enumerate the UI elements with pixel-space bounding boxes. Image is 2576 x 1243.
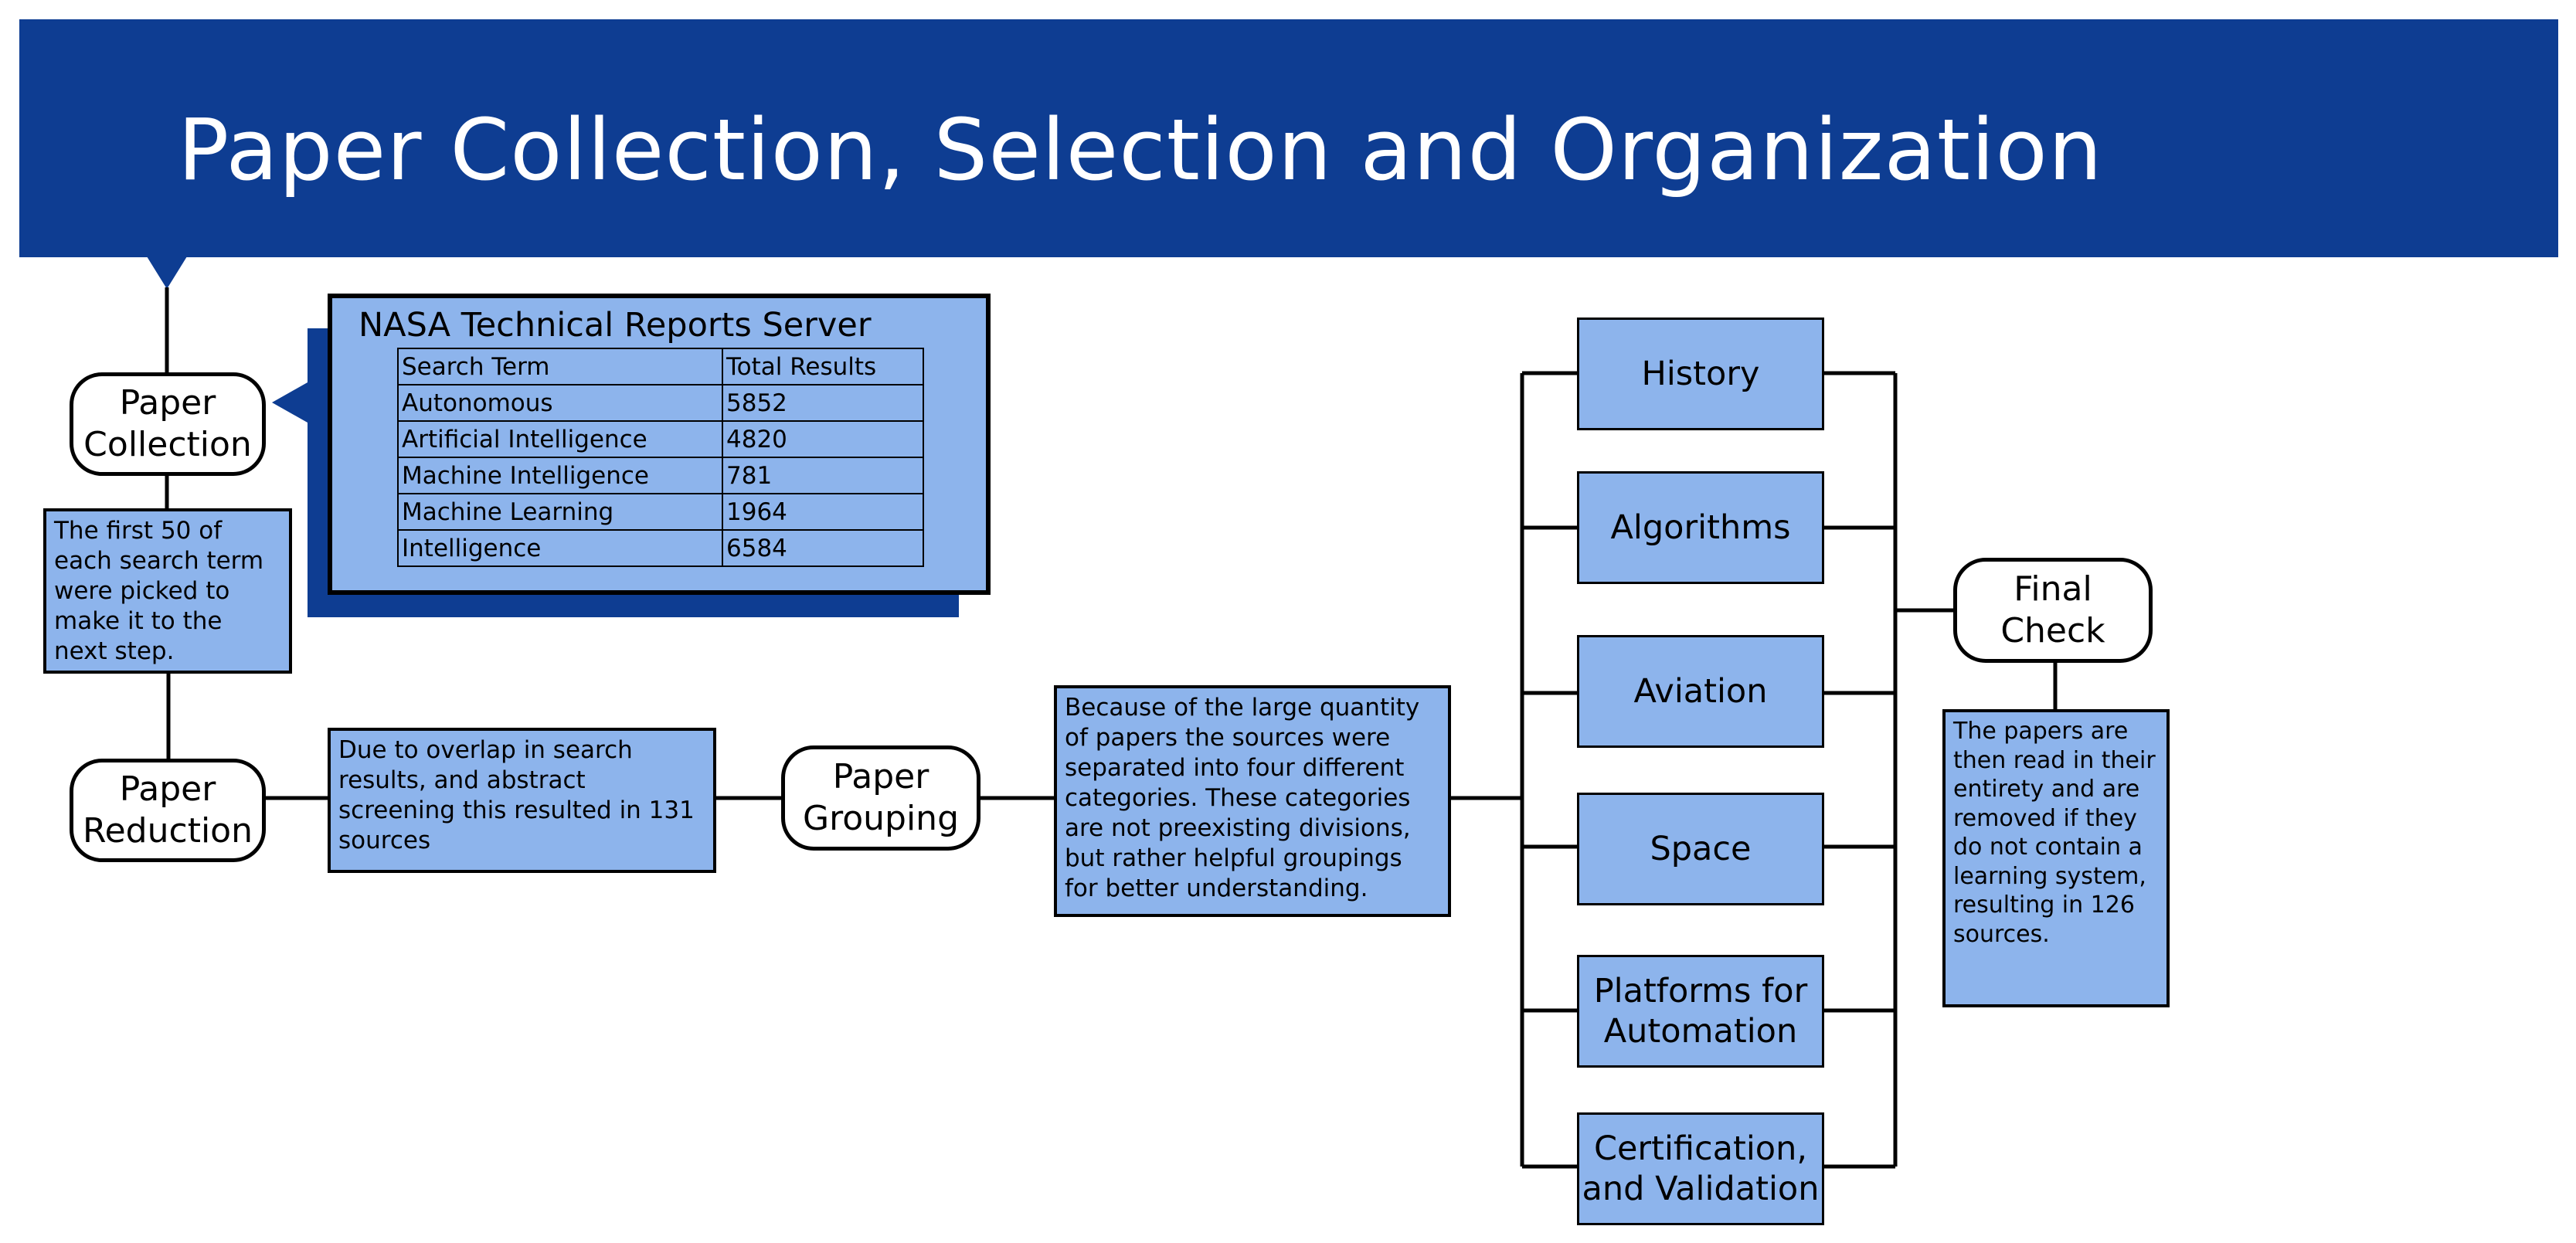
search-term-cell: Machine Intelligence — [397, 457, 723, 494]
total-results-cell: 5852 — [722, 384, 924, 422]
ntrs-panel: NASA Technical Reports Server Search Ter… — [328, 294, 991, 595]
step-paper-grouping: Paper Grouping — [781, 745, 980, 851]
category-space: Space — [1577, 793, 1824, 905]
ntrs-pointer — [272, 382, 308, 423]
step-final-check: Final Check — [1953, 558, 2153, 663]
note-grouping: Because of the large quantity of papers … — [1054, 685, 1451, 917]
title-banner — [19, 19, 2558, 257]
page-title: Paper Collection, Selection and Organiza… — [178, 100, 2103, 199]
category-platforms-for-automation: Platforms for Automation — [1577, 955, 1824, 1068]
note-final-check: The papers are then read in their entire… — [1942, 709, 2170, 1007]
table-row: Machine Learning 1964 — [397, 493, 924, 531]
total-results-cell: 4820 — [722, 420, 924, 458]
total-results-cell: 1964 — [722, 493, 924, 531]
note-reduction: Due to overlap in search results, and ab… — [328, 728, 716, 873]
table-header-cell: Search Term — [397, 348, 723, 385]
table-row: Autonomous 5852 — [397, 384, 924, 422]
ntrs-title: NASA Technical Reports Server — [359, 306, 872, 345]
search-term-cell: Machine Learning — [397, 493, 723, 531]
note-collection: The first 50 of each search term were pi… — [43, 508, 292, 674]
step-paper-reduction: Paper Reduction — [70, 759, 266, 862]
table-header-cell: Total Results — [722, 348, 924, 385]
total-results-cell: 781 — [722, 457, 924, 494]
search-term-cell: Artificial Intelligence — [397, 420, 723, 458]
category-algorithms: Algorithms — [1577, 471, 1824, 584]
category-aviation: Aviation — [1577, 635, 1824, 748]
search-results-table: Search Term Total Results Autonomous 585… — [397, 348, 924, 567]
step-paper-collection: Paper Collection — [70, 372, 266, 476]
search-term-cell: Autonomous — [397, 384, 723, 422]
category-history: History — [1577, 318, 1824, 430]
banner-pointer — [147, 256, 187, 289]
table-header-row: Search Term Total Results — [397, 348, 924, 385]
total-results-cell: 6584 — [722, 529, 924, 567]
search-term-cell: Intelligence — [397, 529, 723, 567]
table-row: Machine Intelligence 781 — [397, 457, 924, 494]
category-certification-and-validation: Certification, and Validation — [1577, 1112, 1824, 1225]
table-row: Artificial Intelligence 4820 — [397, 420, 924, 458]
table-row: Intelligence 6584 — [397, 529, 924, 567]
